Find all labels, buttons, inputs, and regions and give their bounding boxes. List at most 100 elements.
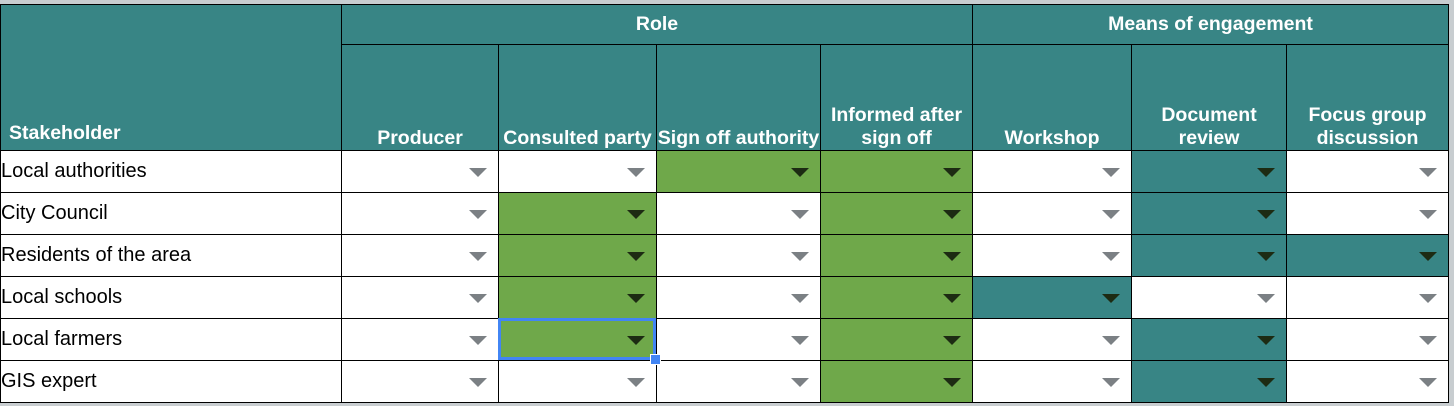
chevron-down-icon[interactable] [627, 209, 645, 219]
chevron-down-icon[interactable] [791, 251, 809, 261]
chevron-down-icon[interactable] [1102, 335, 1121, 345]
stakeholder-name-cell[interactable]: Local authorities [0, 150, 342, 193]
group-header-role[interactable]: Role [340, 4, 974, 45]
dropdown-cell[interactable] [341, 318, 499, 361]
dropdown-cell[interactable] [1131, 234, 1288, 277]
stakeholder-name-cell[interactable]: Local farmers [0, 318, 342, 361]
chevron-down-icon[interactable] [1257, 377, 1276, 387]
dropdown-cell[interactable] [498, 360, 657, 403]
dropdown-cell[interactable] [498, 234, 657, 277]
chevron-down-icon[interactable] [791, 335, 809, 345]
dropdown-cell[interactable] [819, 276, 974, 319]
dropdown-cell[interactable] [819, 318, 974, 361]
column-header-sign-off-authority[interactable]: Sign off authority [656, 44, 821, 151]
dropdown-cell[interactable] [498, 192, 657, 235]
dropdown-cell[interactable] [972, 318, 1133, 361]
chevron-down-icon[interactable] [943, 251, 962, 261]
dropdown-cell[interactable] [656, 234, 821, 277]
chevron-down-icon[interactable] [627, 293, 645, 303]
chevron-down-icon[interactable] [1419, 377, 1438, 387]
dropdown-cell[interactable] [1131, 192, 1288, 235]
chevron-down-icon[interactable] [1102, 251, 1121, 261]
chevron-down-icon[interactable] [1257, 251, 1276, 261]
chevron-down-icon[interactable] [1102, 167, 1121, 177]
dropdown-cell[interactable] [972, 192, 1133, 235]
column-header-producer[interactable]: Producer [341, 44, 499, 151]
dropdown-cell[interactable] [972, 360, 1133, 403]
chevron-down-icon[interactable] [1419, 209, 1438, 219]
dropdown-cell[interactable] [341, 360, 499, 403]
dropdown-cell[interactable] [656, 360, 821, 403]
dropdown-cell[interactable] [819, 150, 974, 193]
chevron-down-icon[interactable] [627, 335, 645, 345]
chevron-down-icon[interactable] [791, 293, 809, 303]
chevron-down-icon[interactable] [943, 293, 962, 303]
dropdown-cell[interactable] [1286, 276, 1450, 319]
fill-handle[interactable] [650, 354, 661, 365]
chevron-down-icon[interactable] [791, 167, 809, 177]
dropdown-cell[interactable] [972, 276, 1133, 319]
dropdown-cell[interactable] [1286, 192, 1450, 235]
group-header-means-of-engagement[interactable]: Means of engagement [972, 4, 1450, 45]
dropdown-cell[interactable] [656, 192, 821, 235]
chevron-down-icon[interactable] [1102, 377, 1121, 387]
dropdown-cell[interactable] [341, 234, 499, 277]
stakeholder-name-cell[interactable]: Local schools [0, 276, 342, 319]
dropdown-cell[interactable] [498, 150, 657, 193]
column-header-consulted-party[interactable]: Consulted party [498, 44, 657, 151]
dropdown-cell[interactable] [656, 150, 821, 193]
dropdown-cell[interactable] [341, 276, 499, 319]
dropdown-cell[interactable] [498, 276, 657, 319]
chevron-down-icon[interactable] [1419, 293, 1438, 303]
chevron-down-icon[interactable] [943, 209, 962, 219]
dropdown-cell[interactable] [656, 276, 821, 319]
column-header-document-review[interactable]: Document review [1131, 44, 1288, 151]
dropdown-cell[interactable] [656, 318, 821, 361]
chevron-down-icon[interactable] [469, 377, 487, 387]
chevron-down-icon[interactable] [1419, 335, 1438, 345]
dropdown-cell[interactable] [972, 150, 1133, 193]
chevron-down-icon[interactable] [469, 293, 487, 303]
dropdown-cell[interactable] [341, 192, 499, 235]
chevron-down-icon[interactable] [1257, 335, 1276, 345]
dropdown-cell[interactable] [819, 192, 974, 235]
chevron-down-icon[interactable] [1102, 293, 1121, 303]
chevron-down-icon[interactable] [1257, 209, 1276, 219]
dropdown-cell[interactable] [1286, 234, 1450, 277]
chevron-down-icon[interactable] [1102, 209, 1121, 219]
chevron-down-icon[interactable] [1257, 167, 1276, 177]
chevron-down-icon[interactable] [1419, 167, 1438, 177]
chevron-down-icon[interactable] [1419, 251, 1438, 261]
column-header-workshop[interactable]: Workshop [972, 44, 1133, 151]
chevron-down-icon[interactable] [469, 167, 487, 177]
dropdown-cell[interactable] [1286, 318, 1450, 361]
chevron-down-icon[interactable] [469, 335, 487, 345]
stakeholder-name-cell[interactable]: City Council [0, 192, 342, 235]
dropdown-cell[interactable] [1131, 360, 1288, 403]
chevron-down-icon[interactable] [469, 251, 487, 261]
chevron-down-icon[interactable] [627, 251, 645, 261]
chevron-down-icon[interactable] [943, 167, 962, 177]
chevron-down-icon[interactable] [943, 335, 962, 345]
stakeholder-name-cell[interactable]: GIS expert [0, 360, 342, 403]
chevron-down-icon[interactable] [1257, 293, 1276, 303]
dropdown-cell[interactable] [972, 234, 1133, 277]
chevron-down-icon[interactable] [627, 377, 645, 387]
chevron-down-icon[interactable] [627, 167, 645, 177]
dropdown-cell[interactable] [1286, 360, 1450, 403]
dropdown-cell[interactable] [1131, 276, 1288, 319]
stakeholder-name-cell[interactable]: Residents of the area [0, 234, 342, 277]
dropdown-cell[interactable] [498, 318, 657, 361]
dropdown-cell[interactable] [819, 234, 974, 277]
dropdown-cell[interactable] [1286, 150, 1450, 193]
column-header-focus-group-discussion[interactable]: Focus group discussion [1286, 44, 1450, 151]
dropdown-cell[interactable] [819, 360, 974, 403]
chevron-down-icon[interactable] [791, 209, 809, 219]
chevron-down-icon[interactable] [791, 377, 809, 387]
column-header-informed-after-sign-off[interactable]: Informed after sign off [819, 44, 974, 151]
chevron-down-icon[interactable] [943, 377, 962, 387]
chevron-down-icon[interactable] [469, 209, 487, 219]
dropdown-cell[interactable] [1131, 150, 1288, 193]
column-header-stakeholder[interactable]: Stakeholder [0, 4, 342, 151]
dropdown-cell[interactable] [341, 150, 499, 193]
